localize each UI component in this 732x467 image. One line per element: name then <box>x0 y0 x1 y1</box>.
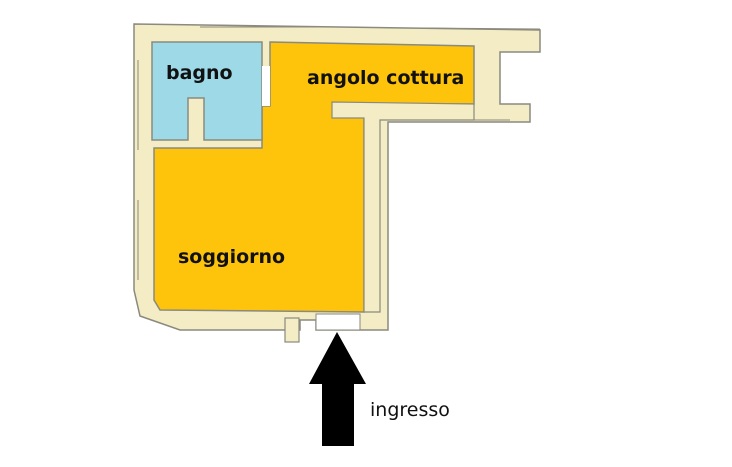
entrance-door-gap <box>315 313 361 331</box>
room-label-bagno: bagno <box>166 62 233 84</box>
room-label-soggiorno: soggiorno <box>178 246 285 268</box>
wall-stub <box>284 317 300 343</box>
room-bagno <box>151 41 263 141</box>
entrance-label: ingresso <box>370 399 450 421</box>
room-label-angolo-cottura: angolo cottura <box>307 67 464 89</box>
bathroom-door-gap <box>262 66 270 106</box>
entrance-arrow <box>309 332 366 446</box>
kitchen-partition <box>331 101 475 313</box>
window-mark <box>419 27 541 30</box>
